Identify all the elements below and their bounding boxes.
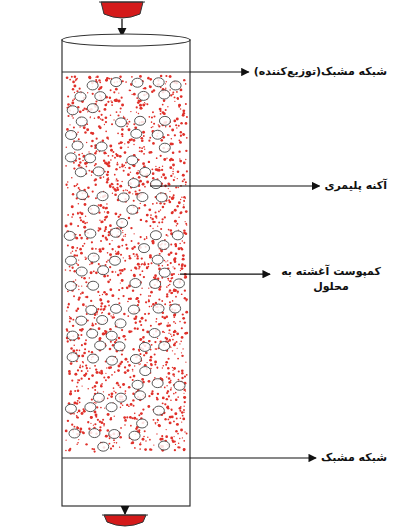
outflow-arrow bbox=[124, 507, 125, 514]
feed-container bbox=[99, 2, 145, 18]
column bbox=[62, 34, 190, 506]
compost-dots bbox=[65, 75, 189, 453]
leader-arrow bbox=[150, 185, 319, 186]
part-label: شبکه مشبک(توزیع‌کننده) bbox=[254, 65, 387, 80]
polymer-beads bbox=[64, 78, 185, 452]
part-label: کمپوست آغشته به محلول bbox=[275, 265, 387, 295]
part-label: آکنه پلیمری bbox=[324, 179, 387, 194]
leader-arrow bbox=[190, 457, 316, 458]
part-label: شبکه مشبک bbox=[321, 451, 387, 466]
leader-arrow bbox=[180, 274, 270, 275]
collect-container bbox=[102, 515, 148, 526]
top-mesh bbox=[62, 71, 190, 72]
leader-arrow bbox=[190, 71, 249, 72]
bottom-mesh bbox=[62, 457, 190, 458]
